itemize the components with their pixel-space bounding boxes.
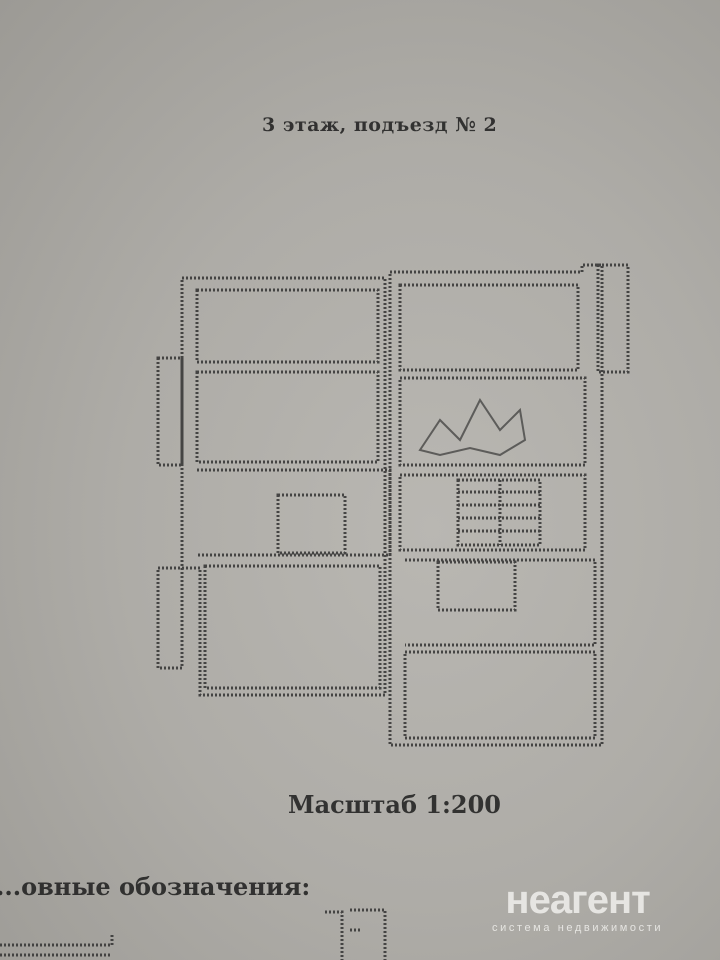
stair-hall <box>398 473 587 552</box>
legend-symbol-2 <box>325 908 387 960</box>
legend-heading: ...овные обозначения: <box>0 872 311 901</box>
left-balcony-1 <box>156 356 184 467</box>
watermark-logo: неагент система недвижимости <box>492 880 663 934</box>
right-room-2 <box>398 376 587 467</box>
right-block-outline <box>388 263 604 747</box>
left-bath <box>276 493 347 555</box>
left-inner-room-1 <box>195 288 380 364</box>
right-room-mid <box>405 558 597 647</box>
scale-label: Масштаб 1:200 <box>288 790 501 819</box>
left-balcony-2 <box>156 566 184 670</box>
left-inner-room-2 <box>195 370 380 464</box>
watermark-tagline: система недвижимости <box>492 922 664 934</box>
right-room-lower <box>403 650 597 740</box>
right-balcony <box>596 263 630 374</box>
watermark-brand: неагент <box>505 878 650 922</box>
right-room-top <box>398 283 580 372</box>
legend-symbol-1 <box>0 935 114 957</box>
left-block-outline <box>180 276 387 697</box>
left-room-lower <box>203 564 382 690</box>
staircase-hatch <box>418 398 527 457</box>
right-bath <box>436 560 517 612</box>
left-corridor <box>197 468 392 557</box>
floor-title: 3 этаж, подъезд № 2 <box>262 114 498 136</box>
stairs <box>456 478 542 547</box>
